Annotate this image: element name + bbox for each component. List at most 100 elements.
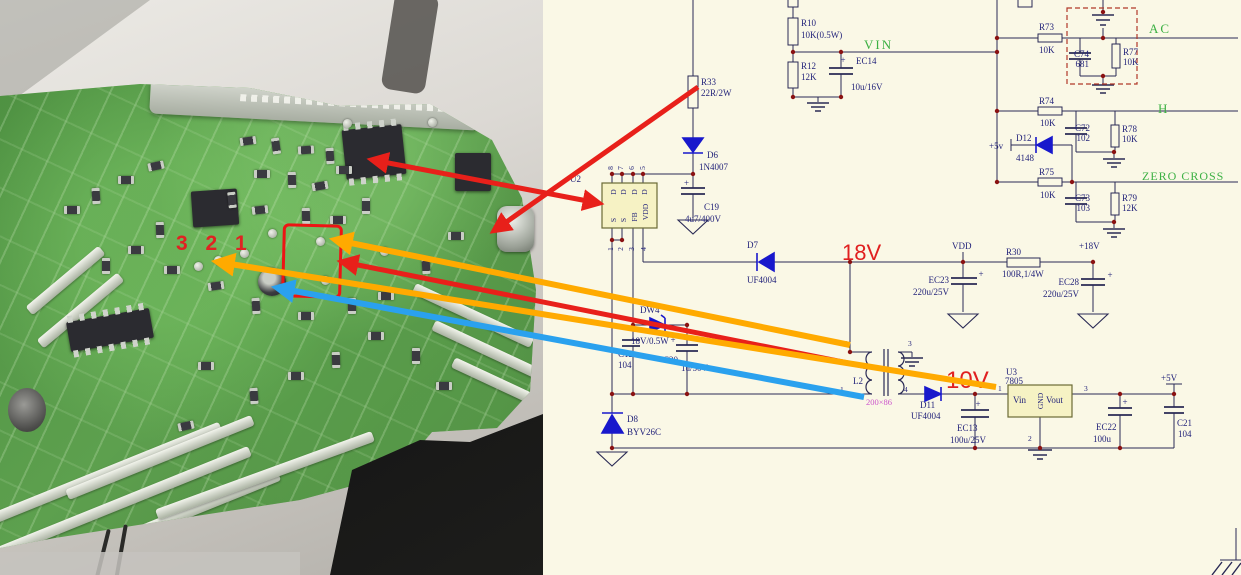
pad-label: Vin: [1013, 395, 1026, 405]
pin-number: 4: [639, 247, 648, 251]
net-label-ac: AC: [1149, 21, 1171, 36]
value-label: 4148: [1016, 153, 1035, 163]
pin-numbers-callout: 3 2 1: [176, 232, 253, 255]
ref-label: R12: [801, 61, 816, 71]
pad-label: GND: [1036, 392, 1045, 409]
voltage-callout-18v: 18V: [842, 240, 881, 265]
pad-label: FB: [630, 212, 639, 221]
ref-label: L2: [853, 376, 863, 386]
value-label: 4u7/400V: [685, 214, 722, 224]
pin-number: 1: [606, 247, 615, 251]
pad-label: D: [630, 189, 639, 195]
pin-number: 3: [627, 247, 636, 251]
pad-label: S: [619, 218, 628, 222]
net-label-p5v-out: +5V: [1161, 373, 1178, 383]
ref-label: R75: [1039, 167, 1055, 177]
net-label-p5v: +5v: [989, 141, 1004, 151]
pin-number: 7: [616, 166, 625, 170]
smd-component: [128, 246, 144, 254]
value-label: 1u/50V: [681, 363, 709, 373]
value-label: 100u: [1093, 434, 1112, 444]
pin-number: 3: [1084, 384, 1088, 393]
ref-label: R73: [1039, 22, 1055, 32]
smd-component: [254, 170, 270, 178]
value-label: 100u/25V: [950, 435, 987, 445]
ref-label: U3: [1006, 367, 1017, 377]
smd-component: [118, 176, 134, 184]
ref-label: C73: [1075, 193, 1091, 203]
value-label: 7805: [1005, 376, 1024, 386]
value-label: 1N4007: [699, 162, 728, 172]
ref-label: R30: [1006, 247, 1022, 257]
ref-label: U2: [570, 174, 581, 184]
value-label: BYV26C: [627, 427, 661, 437]
smd-component: [336, 166, 352, 174]
solder-pad: [268, 229, 277, 238]
pin-number: 2: [1028, 434, 1032, 443]
diode-d8: [600, 413, 625, 434]
polarity-plus: +: [684, 178, 689, 188]
net-label-vdd: VDD: [952, 241, 972, 251]
value-label: 103: [1077, 203, 1091, 213]
smd-component: [198, 362, 214, 370]
dashed-highlight-box: [1066, 7, 1138, 85]
value-label: 10K: [1122, 134, 1138, 144]
pad-label: D: [619, 189, 628, 195]
diode-d11: [924, 385, 943, 403]
value-label: 10K: [1039, 45, 1055, 55]
net-label-zero-cross: ZERO CROSS: [1142, 169, 1224, 183]
ref-label: C21: [1177, 418, 1192, 428]
pin-number: 5: [638, 166, 647, 170]
pad-label: D: [640, 189, 649, 195]
solder-pad: [240, 249, 249, 258]
net-label-vin: VIN: [864, 37, 893, 52]
smd-component: [330, 216, 346, 224]
pin-number: 2: [616, 247, 625, 251]
smd-component: [164, 266, 180, 274]
ref-label: R78: [1122, 124, 1138, 134]
table-surface: [0, 552, 300, 575]
value-label: 104: [618, 360, 632, 370]
pin-number: 8: [606, 166, 615, 170]
ref-label: D12: [1016, 133, 1032, 143]
ref-label: D8: [627, 414, 638, 424]
ref-label: DW4: [640, 305, 660, 315]
ref-label: EC23: [928, 275, 949, 285]
ref-label: R33: [701, 77, 717, 87]
polarity-plus: +: [840, 55, 845, 65]
ref-label: C74: [1074, 49, 1090, 59]
pin-number: 1: [840, 385, 844, 394]
net-label-p18v: +18V: [1079, 241, 1100, 251]
ref-label: C12: [618, 349, 633, 359]
ic-u3-body: [1007, 384, 1073, 418]
pad-label: Vout: [1046, 395, 1063, 405]
ref-label: C72: [1075, 123, 1090, 133]
polarity-plus: +: [978, 269, 983, 279]
value-label: 12K: [1122, 203, 1138, 213]
ref-label: C19: [704, 202, 720, 212]
size-label: 200×86: [866, 397, 892, 407]
ref-label: EC13: [957, 423, 978, 433]
polarity-plus: +: [670, 335, 675, 345]
pad-label: VDD: [641, 203, 650, 220]
schematic-background: [543, 0, 1241, 575]
pin-number: 1: [998, 384, 1002, 393]
ref-label: EC28: [1058, 277, 1079, 287]
diode-d12: [1035, 135, 1053, 155]
ref-label: D6: [707, 150, 718, 160]
solder-pad: [428, 118, 437, 127]
value-label: 10K(0.5W): [801, 30, 842, 40]
value-label: 220u/25V: [913, 287, 950, 297]
ref-label: R79: [1122, 193, 1138, 203]
value-label: 102: [1077, 133, 1091, 143]
mounting-hole: [8, 388, 46, 432]
value-label: 10u/16V: [851, 82, 883, 92]
ref-label: EC14: [856, 56, 877, 66]
value-label: 681: [1076, 59, 1090, 69]
solder-pad: [194, 262, 203, 271]
smd-component: [448, 232, 464, 240]
value-label: 104: [1178, 429, 1192, 439]
ref-label: D11: [920, 400, 935, 410]
ref-label: D7: [747, 240, 758, 250]
polarity-plus: +: [975, 399, 980, 409]
